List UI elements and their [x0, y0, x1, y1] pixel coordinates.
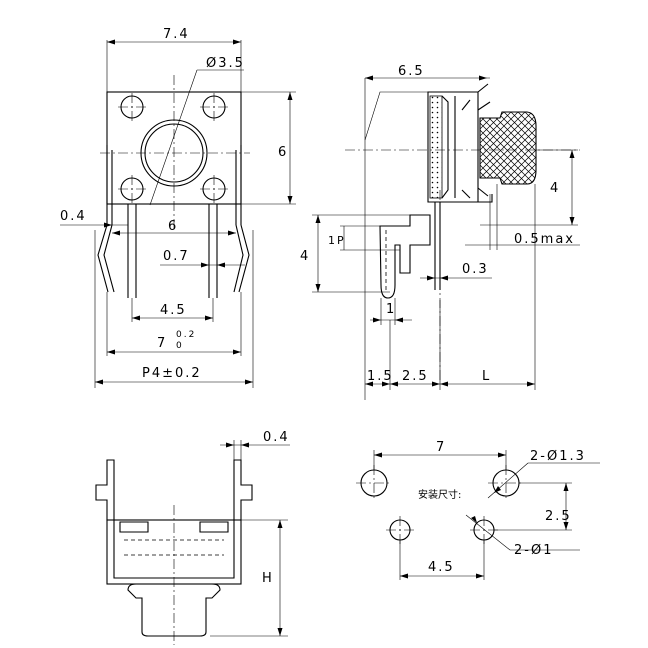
mount-spacing-x-label: 7 [436, 440, 446, 455]
actuator-dia-label: Ø3.5 [206, 56, 245, 71]
front-width-label: 7.4 [163, 27, 190, 42]
side-dim-c-label: L [482, 369, 491, 384]
mount-small-holes-label: 2-Ø1 [514, 543, 553, 558]
side-offset-label: 1P [328, 234, 346, 247]
side-length-label: 6.5 [398, 64, 425, 79]
bottom-height-label: H [262, 571, 274, 586]
side-dim-a-label: 1.5 [367, 369, 394, 384]
front-overall-label: P4±0.2 [142, 366, 202, 381]
front-pin-thickness-label: 0.4 [60, 209, 87, 224]
bottom-pin-thickness-label: 0.4 [263, 430, 290, 445]
side-stroke-label: 0.5max [514, 232, 575, 247]
front-holes [118, 93, 228, 203]
front-pitch-label: 6 [168, 219, 178, 234]
side-pin-height-label: 4 [300, 249, 310, 264]
front-tol-lower: 0 [176, 341, 184, 351]
side-pin-width-label: 0.3 [462, 262, 489, 277]
front-pins [127, 204, 218, 298]
side-pin-gap-label: 1 [386, 302, 396, 317]
bottom-right-frame [233, 459, 253, 521]
mount-spacing-y-label: 2.5 [545, 509, 572, 524]
mount-caption: 安装尺寸: [418, 488, 461, 501]
mounting-layout: 7 2-Ø1.3 安装尺寸: 2.5 2-Ø1 4.5 [356, 440, 600, 580]
side-actuator-height-label: 4 [550, 181, 560, 196]
side-dim-b-label: 2.5 [402, 369, 429, 384]
front-height-label: 6 [278, 145, 288, 160]
side-view: 6.5 4 0.5max 1P 4 0.3 1 [300, 64, 580, 400]
front-lead-spacing-label: 4.5 [160, 303, 187, 318]
front-pin-width-label: 0.7 [163, 249, 190, 264]
front-body-width-label: 7 [157, 336, 167, 351]
mount-lead-spacing-label: 4.5 [428, 560, 455, 575]
front-tol-upper: 0.2 [176, 330, 196, 340]
side-leg [379, 214, 431, 299]
front-bent-legs [97, 224, 250, 293]
bottom-left-frame [95, 459, 115, 521]
side-actuator [479, 111, 537, 185]
side-pin [434, 202, 441, 290]
front-view: 7.4 Ø3.5 6 0.4 6 0.7 4.5 7 0.2 0 [60, 27, 296, 388]
bottom-actuator [127, 583, 221, 637]
mount-large-holes-label: 2-Ø1.3 [530, 449, 586, 464]
bottom-view: 0.4 H [95, 430, 290, 645]
frame-legs [106, 145, 242, 225]
